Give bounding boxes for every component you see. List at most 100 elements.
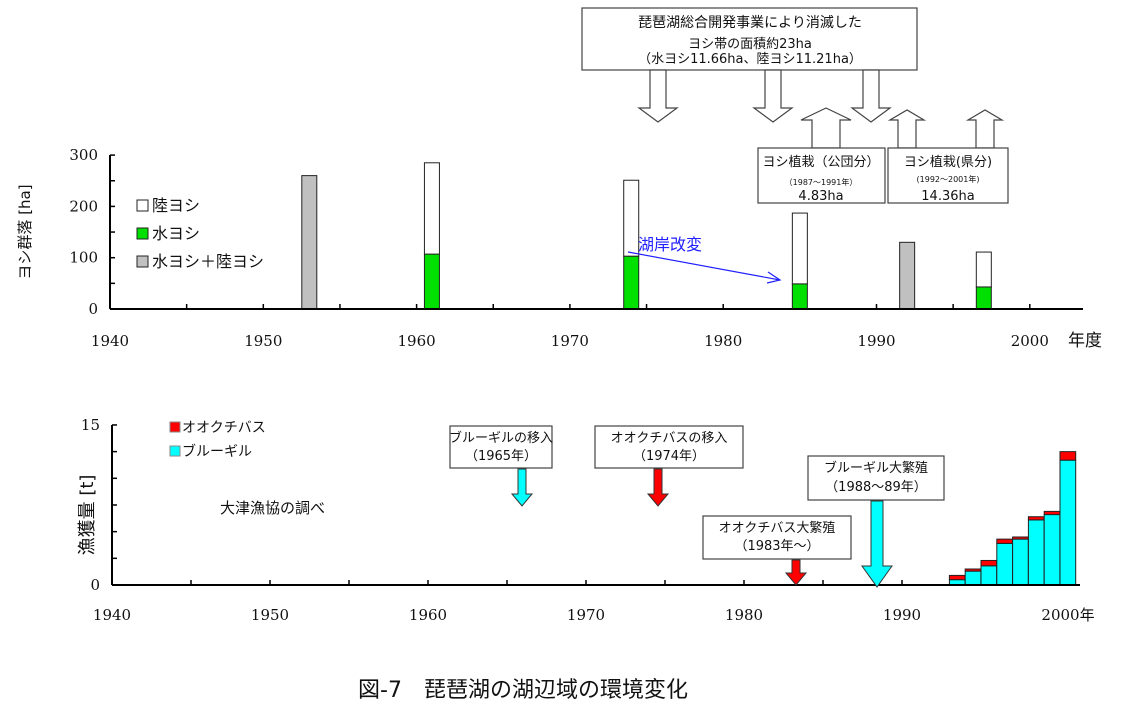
- annotation-text: (1992～2001年): [917, 174, 980, 184]
- bar-陸ヨシ-1961: [423, 162, 440, 255]
- bluegill-arrow-icon: [510, 468, 534, 507]
- x-tick-label: 1970: [551, 332, 589, 350]
- reed-bars: [301, 162, 992, 310]
- reed-x-axis-label: 年度: [1068, 331, 1102, 351]
- down-arrow-icon: [850, 69, 892, 123]
- y-tick-label: 200: [69, 197, 98, 215]
- annotation-text: （1987～1991年）: [785, 177, 858, 187]
- bar-オオクチバス-1993: [948, 574, 966, 581]
- x-tick-label: 1950: [251, 606, 289, 624]
- down-arrow-icon: [637, 69, 679, 123]
- x-tick-label: 2000年: [1041, 606, 1094, 624]
- catch-bars: [948, 451, 1077, 586]
- y-tick-label: 100: [69, 249, 98, 267]
- bar-水ヨシ-1985: [791, 283, 808, 310]
- catch-legend: オオクチバス ブルーギル: [169, 420, 266, 460]
- annotation-text: 4.83ha: [798, 189, 843, 204]
- reed-ticks: 1940 1950 1960 1970 1980 1990 2000 0 100 200 300: [69, 146, 1049, 350]
- bass-arrow-icon: [646, 468, 670, 507]
- bar-オオクチバス-1998: [1027, 516, 1045, 521]
- annotation-box-bass-boom: [702, 515, 852, 560]
- reed-legend: 陸ヨシ 水ヨシ 水ヨシ＋陸ヨシ: [136, 196, 264, 271]
- down-arrow-icon: [752, 69, 794, 123]
- bar-ブルーギル-1996: [996, 542, 1013, 586]
- annotation-box-bluegill-boom: [807, 455, 945, 501]
- bar-水ヨシ＋陸ヨシ-1992: [899, 241, 916, 310]
- legend-swatch-water-reed: [136, 227, 149, 240]
- x-tick-label: 1960: [398, 332, 436, 350]
- annotation-text: ヨシ植栽（公団分）: [762, 154, 879, 170]
- x-tick-label: 1980: [725, 606, 763, 624]
- annotation-text: オオクチバスの移入: [611, 431, 728, 446]
- annotation-text: ヨシ植栽(県分): [904, 154, 992, 170]
- up-arrow-icon: [965, 109, 1005, 149]
- bar-オオクチバス-1997: [1012, 536, 1029, 540]
- x-tick-label: 2000: [1011, 332, 1049, 350]
- reed-y-axis-label: ヨシ群落 [ha]: [16, 184, 34, 279]
- annotation-text: ヨシ帯の面積約23ha: [688, 37, 812, 52]
- x-tick-label: 1990: [857, 332, 895, 350]
- bar-陸ヨシ-1985: [791, 212, 808, 285]
- legend-label: 陸ヨシ: [152, 196, 200, 215]
- bar-水ヨシ＋陸ヨシ-1953: [301, 175, 318, 310]
- y-tick-label: 15: [81, 416, 100, 434]
- bar-ブルーギル-1994: [964, 570, 982, 586]
- x-tick-label: 1940: [93, 606, 131, 624]
- x-tick-label: 1950: [244, 332, 282, 350]
- x-tick-label: 1980: [704, 332, 742, 350]
- source-note: 大津漁協の調べ: [220, 499, 325, 517]
- annotation-box-planting-pref: [887, 147, 1009, 204]
- legend-label: ブルーギル: [182, 443, 252, 460]
- annotation-text: 琵琶湖総合開発事業により消滅した: [638, 15, 862, 31]
- legend-swatch-combined: [136, 255, 149, 268]
- annotation-text: ブルーギル大繁殖: [824, 460, 928, 476]
- legend-swatch-bass: [169, 421, 181, 433]
- bar-ブルーギル-2000: [1059, 459, 1077, 586]
- bluegill-arrow-icon: [861, 500, 893, 588]
- annotation-text: （1983年～）: [734, 539, 819, 554]
- bar-陸ヨシ-1997: [975, 251, 992, 288]
- x-tick-label: 1940: [91, 332, 129, 350]
- annotation-box-development: [581, 7, 918, 71]
- annotation-box-bluegill-intro: [449, 425, 553, 469]
- shore-change-label: 湖岸改変: [638, 235, 702, 254]
- bar-ブルーギル-1995: [980, 565, 998, 586]
- x-tick-label: 1960: [409, 606, 447, 624]
- up-arrow-icon: [887, 109, 927, 149]
- legend-swatch-bluegill: [169, 445, 181, 457]
- annotation-text: オオクチバス大繁殖: [719, 520, 836, 536]
- annotation-box-bass-intro: [594, 425, 744, 469]
- bar-水ヨシ-1961: [423, 253, 440, 310]
- x-tick-label: 1990: [883, 606, 921, 624]
- annotation-text: （1988～89年）: [825, 480, 927, 495]
- bar-オオクチバス-1994: [964, 568, 982, 572]
- legend-swatch-land-reed: [136, 199, 149, 212]
- bar-水ヨシ-1974: [623, 255, 640, 310]
- legend-label: 水ヨシ: [152, 224, 200, 243]
- annotation-text: （1965年）: [465, 449, 537, 464]
- bar-陸ヨシ-1974: [623, 179, 640, 257]
- bar-オオクチバス-1995: [980, 559, 998, 567]
- annotation-text: （1974年）: [633, 449, 705, 464]
- annotation-text: ブルーギルの移入: [449, 430, 553, 446]
- legend-label: 水ヨシ＋陸ヨシ: [152, 252, 264, 271]
- y-tick-label: 300: [69, 146, 98, 164]
- bass-arrow-icon: [784, 559, 808, 586]
- figure-caption: 図-7 琵琶湖の湖辺域の環境変化: [358, 678, 688, 703]
- catch-y-axis-label: 漁獲量 [t]: [77, 475, 98, 556]
- annotation-text: （水ヨシ11.66ha、陸ヨシ11.21ha）: [638, 51, 862, 67]
- up-arrow-icon: [800, 107, 852, 149]
- bar-オオクチバス-1996: [996, 538, 1013, 544]
- bar-オオクチバス-1999: [1043, 510, 1061, 516]
- x-tick-label: 1970: [567, 606, 605, 624]
- y-tick-label: 0: [88, 300, 98, 318]
- legend-label: オオクチバス: [182, 420, 266, 436]
- bar-ブルーギル-1999: [1043, 514, 1061, 586]
- annotation-box-planting-public: [757, 147, 886, 204]
- bar-ブルーギル-1997: [1012, 538, 1029, 586]
- annotation-text: 14.36ha: [921, 189, 974, 204]
